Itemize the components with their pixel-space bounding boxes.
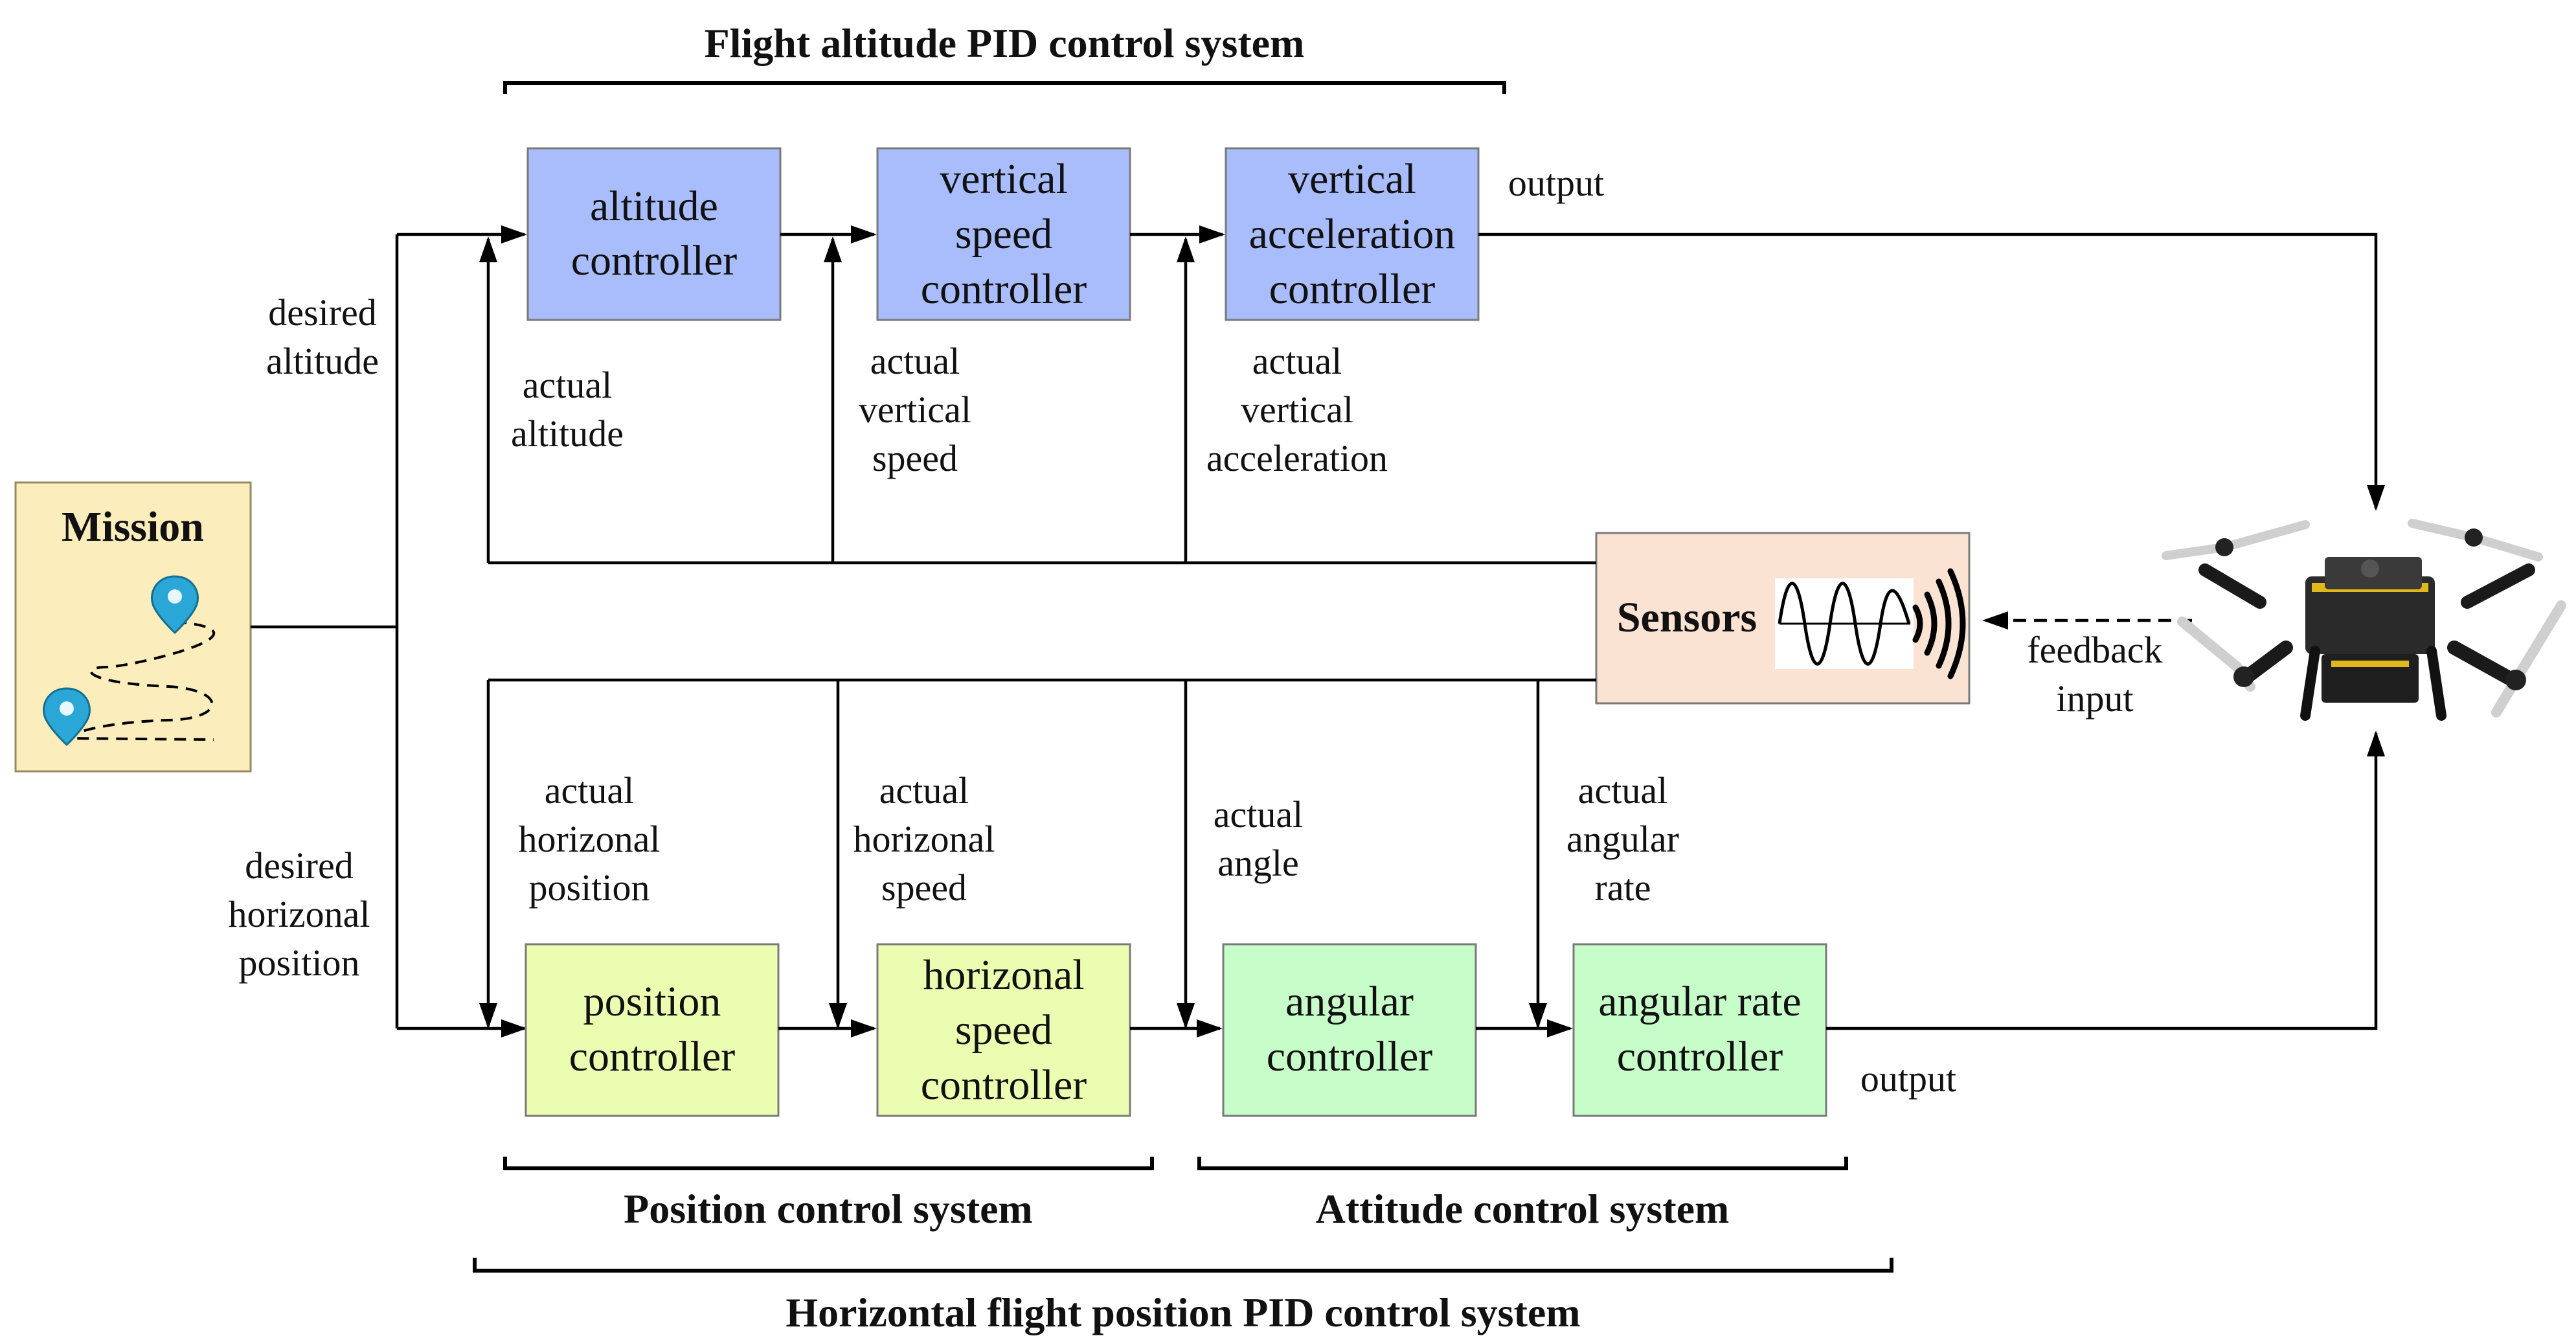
sensors-label: Sensors (1617, 594, 1757, 641)
svg-text:controller: controller (921, 1061, 1087, 1109)
altitude-feedback-bus (479, 236, 1596, 565)
mission-label: Mission (62, 503, 204, 550)
svg-text:controller: controller (1617, 1033, 1783, 1080)
position-system-bracket (503, 1157, 1154, 1170)
mission-box: Mission (14, 481, 252, 773)
actual-horizonal-speed-label: actual horizonal speed (853, 769, 995, 909)
desired-horizonal-position-label: desired horizonal position (228, 845, 370, 984)
svg-text:controller: controller (571, 237, 738, 284)
forward-arrows (778, 225, 1573, 1038)
svg-text:acceleration: acceleration (1249, 210, 1456, 258)
altitude-system-bracket (503, 81, 1506, 94)
actual-vertical-speed-label: actual vertical speed (859, 340, 971, 479)
svg-text:vertical: vertical (859, 389, 971, 431)
svg-text:altitude: altitude (590, 183, 718, 230)
horizontal-system-bracket (473, 1258, 1893, 1273)
actual-horizonal-position-label: actual horizonal position (518, 769, 660, 909)
svg-text:actual: actual (1578, 769, 1667, 811)
svg-text:feedback: feedback (2027, 629, 2162, 671)
svg-text:angular rate: angular rate (1598, 978, 1801, 1025)
feedback-input-label: feedback input (2027, 629, 2162, 720)
svg-text:altitude: altitude (266, 340, 379, 382)
svg-text:desired: desired (268, 291, 377, 334)
svg-text:controller: controller (1267, 1033, 1433, 1080)
altitude-system-title: Flight altitude PID control system (705, 20, 1305, 66)
svg-text:position: position (583, 978, 721, 1025)
svg-text:rate: rate (1595, 867, 1651, 909)
svg-text:actual: actual (1252, 340, 1342, 382)
horizontal-system-title: Horizontal flight position PID control s… (785, 1289, 1580, 1335)
svg-text:actual: actual (545, 769, 634, 811)
angular-controller-box: angular controller (1222, 943, 1477, 1117)
svg-text:horizonal: horizonal (518, 818, 660, 860)
vertical-acceleration-controller-box: vertical acceleration controller (1225, 147, 1480, 321)
actual-angle-label: actual angle (1214, 793, 1303, 884)
position-system-title: Position control system (624, 1186, 1033, 1232)
horizonal-speed-controller-box: horizonal speed controller (876, 943, 1131, 1117)
output-bottom-label: output (1860, 1058, 1956, 1100)
svg-text:position: position (529, 867, 650, 909)
map-pin-icon (43, 687, 91, 747)
svg-text:speed: speed (955, 1006, 1052, 1054)
svg-text:controller: controller (569, 1033, 736, 1080)
svg-text:controller: controller (921, 266, 1087, 313)
vertical-speed-controller-box: vertical speed controller (876, 147, 1131, 321)
output-paths (1478, 232, 2385, 1030)
svg-text:altitude: altitude (511, 413, 624, 455)
map-pin-icon (151, 575, 199, 635)
svg-text:vertical: vertical (1288, 155, 1416, 203)
svg-text:position: position (239, 942, 360, 984)
sensors-box: Sensors (1595, 532, 1971, 705)
output-top-label: output (1508, 162, 1604, 204)
mission-connector (251, 225, 527, 1038)
drone-icon (2162, 519, 2566, 721)
svg-text:actual: actual (1214, 793, 1303, 835)
svg-text:horizonal: horizonal (853, 818, 995, 860)
svg-text:horizonal: horizonal (228, 893, 370, 935)
attitude-system-bracket (1197, 1157, 1848, 1170)
svg-text:acceleration: acceleration (1206, 437, 1388, 479)
mission-route (65, 620, 216, 741)
svg-text:vertical: vertical (940, 155, 1068, 203)
svg-text:actual: actual (879, 769, 969, 811)
svg-text:controller: controller (1269, 266, 1436, 313)
attitude-system-title: Attitude control system (1316, 1186, 1730, 1232)
signal-icon (1912, 568, 1966, 679)
svg-text:angular: angular (1285, 978, 1414, 1025)
svg-text:angle: angle (1217, 842, 1299, 884)
actual-altitude-label: actual altitude (511, 364, 624, 455)
svg-text:input: input (2056, 677, 2133, 720)
horizontal-feedback-bus (479, 678, 1596, 1029)
svg-text:desired: desired (245, 845, 354, 887)
waveform-icon (1775, 578, 1914, 669)
actual-vertical-acceleration-label: actual vertical acceleration (1206, 340, 1388, 479)
altitude-controller-box: altitude controller (526, 147, 782, 321)
svg-text:speed: speed (955, 210, 1052, 258)
actual-angular-rate-label: actual angular rate (1566, 769, 1679, 909)
svg-text:speed: speed (872, 437, 958, 479)
desired-altitude-label: desired altitude (266, 291, 379, 382)
svg-text:actual: actual (523, 364, 612, 406)
position-controller-box: position controller (525, 943, 780, 1117)
angular-rate-controller-box: angular rate controller (1572, 943, 1827, 1117)
svg-text:speed: speed (881, 867, 967, 909)
svg-text:horizonal: horizonal (923, 951, 1084, 999)
svg-text:actual: actual (870, 340, 960, 382)
svg-text:vertical: vertical (1241, 389, 1353, 431)
svg-text:angular: angular (1566, 818, 1679, 860)
